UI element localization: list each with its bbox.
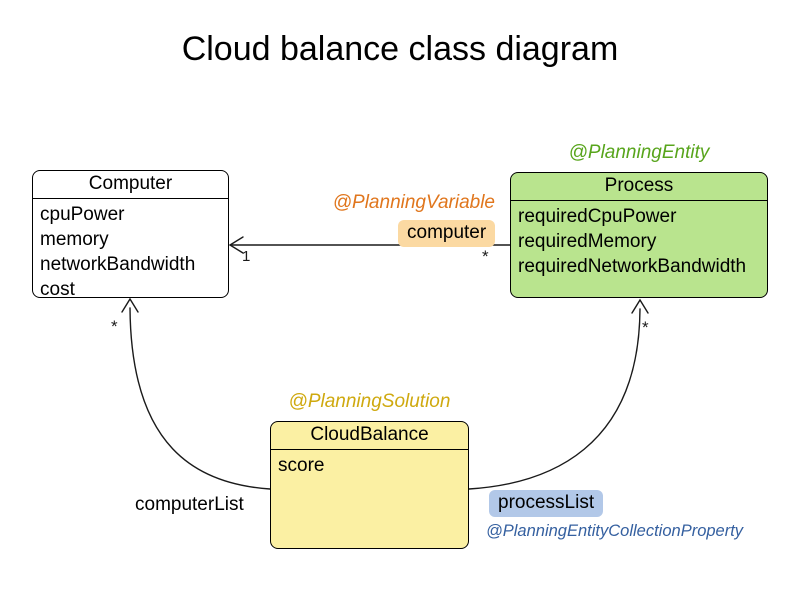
class-name-computer: Computer bbox=[33, 171, 228, 199]
planning-entity-collection-annotation: @PlanningEntityCollectionProperty bbox=[486, 522, 744, 540]
attribute-memory: memory bbox=[40, 229, 109, 250]
class-box-process: Process requiredCpuPower requiredMemory … bbox=[510, 172, 768, 298]
computer-role-badge: computer bbox=[398, 220, 496, 247]
attribute-cost: cost bbox=[40, 279, 75, 300]
attribute-score: score bbox=[278, 455, 325, 476]
planning-variable-annotation: @PlanningVariable bbox=[332, 192, 495, 213]
arrowhead-processlist-icon bbox=[631, 298, 649, 314]
multiplicity-star-computerlist: * bbox=[111, 317, 118, 336]
association-processlist-curve bbox=[468, 308, 641, 490]
class-name-process: Process bbox=[511, 173, 767, 201]
planning-solution-annotation: @PlanningSolution bbox=[288, 391, 451, 412]
arrowhead-computer-icon bbox=[228, 236, 244, 254]
attribute-requiredcpupower: requiredCpuPower bbox=[518, 206, 677, 227]
class-name-cloudbalance: CloudBalance bbox=[271, 422, 468, 450]
attribute-cpupower: cpuPower bbox=[40, 204, 125, 225]
attribute-list-computer: cpuPower memory networkBandwidth cost bbox=[33, 199, 228, 302]
attribute-requirednetworkbandwidth: requiredNetworkBandwidth bbox=[518, 256, 747, 277]
planning-entity-annotation: @PlanningEntity bbox=[568, 142, 710, 163]
class-box-computer: Computer cpuPower memory networkBandwidt… bbox=[32, 170, 229, 300]
multiplicity-star-processlist: * bbox=[642, 318, 649, 337]
page-title: Cloud balance class diagram bbox=[181, 30, 619, 68]
attribute-list-cloudbalance: score bbox=[271, 450, 468, 478]
processlist-role-badge: processList bbox=[489, 490, 604, 517]
arrowhead-computerlist-icon bbox=[121, 297, 139, 313]
attribute-list-process: requiredCpuPower requiredMemory required… bbox=[511, 201, 767, 279]
multiplicity-star-association: * bbox=[482, 247, 489, 266]
multiplicity-one: 1 bbox=[242, 248, 251, 265]
attribute-networkbandwidth: networkBandwidth bbox=[40, 254, 196, 275]
attribute-requiredmemory: requiredMemory bbox=[518, 231, 657, 252]
association-computerlist-curve bbox=[129, 307, 271, 490]
computerlist-label: computerList bbox=[135, 494, 244, 515]
class-box-cloudbalance: CloudBalance score bbox=[270, 421, 469, 549]
